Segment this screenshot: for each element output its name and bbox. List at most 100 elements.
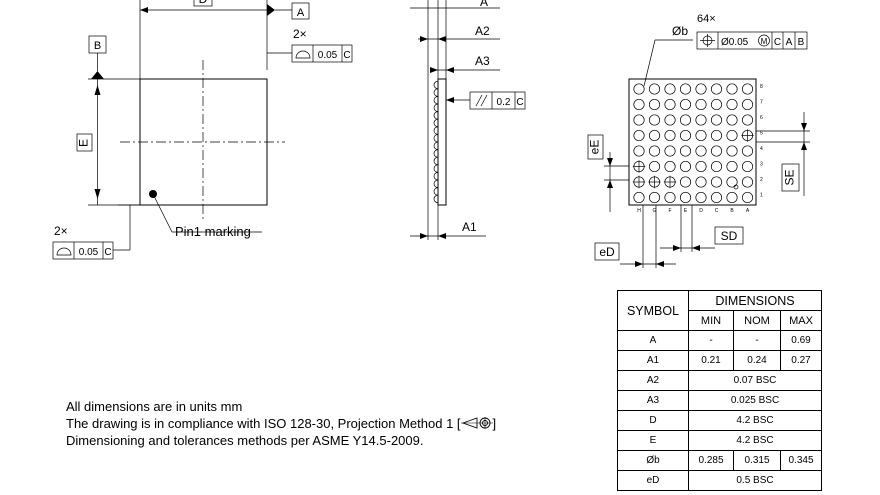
row-number: 8 — [760, 84, 763, 90]
solder-ball — [710, 129, 723, 142]
solder-ball — [648, 83, 661, 95]
solder-ball — [695, 191, 707, 204]
header-min: MIN — [688, 310, 734, 331]
note-projection: The drawing is in compliance with ISO 12… — [66, 415, 496, 432]
surface-profile-icon — [295, 50, 311, 59]
column-letter: B — [730, 208, 734, 214]
parallel-ref: C — [516, 97, 523, 108]
solder-ball — [710, 176, 723, 188]
solder-ball — [695, 83, 707, 95]
solder-ball — [741, 160, 754, 173]
solder-ball — [679, 83, 692, 95]
solder-ball — [633, 98, 645, 111]
table-cell: eD — [617, 470, 689, 491]
row-number: 1 — [760, 193, 763, 199]
side-solder-ball — [433, 134, 439, 143]
bottom-outline — [628, 78, 757, 206]
table-cell: A1 — [617, 350, 689, 371]
parallel-tol: 0.2 — [497, 97, 511, 108]
solder-ball — [633, 129, 645, 142]
table-cell: 0.285 — [688, 450, 734, 471]
table-cell: 4.2 BSC — [688, 430, 822, 451]
row-number: 5 — [760, 131, 763, 137]
flatness-ref-bottom: C — [104, 247, 111, 258]
side-solder-ball — [433, 88, 439, 97]
general-notes: All dimensions are in units mm The drawi… — [66, 398, 496, 449]
table-cell: Øb — [617, 450, 689, 471]
dim-ed-label: eD — [599, 245, 615, 259]
solder-ball — [726, 145, 738, 157]
flatness-tol-bottom: 0.05 — [79, 247, 99, 258]
dim-e-box — [76, 133, 93, 152]
side-a2-label: A2 — [475, 24, 490, 38]
solder-ball — [741, 114, 754, 126]
row-number: 7 — [760, 100, 763, 106]
side-solder-ball — [433, 149, 439, 158]
side-a1-label: A1 — [462, 220, 477, 234]
table-cell: 0.24 — [733, 350, 781, 371]
solder-ball — [679, 160, 692, 173]
datum-a-box — [291, 2, 310, 20]
solder-ball — [679, 129, 692, 142]
row-number: 6 — [760, 115, 763, 121]
solder-ball — [710, 98, 723, 111]
solder-ball — [633, 191, 645, 204]
header-symbol: SYMBOL — [617, 290, 689, 331]
table-cell: 0.27 — [780, 350, 822, 371]
side-solder-ball — [433, 111, 439, 120]
side-solder-ball — [433, 194, 439, 204]
header-max: MAX — [780, 310, 822, 331]
solder-ball — [633, 145, 645, 157]
solder-ball — [695, 129, 707, 142]
solder-ball — [664, 98, 676, 111]
solder-ball — [695, 114, 707, 126]
side-a3-label: A3 — [475, 54, 490, 68]
side-solder-ball — [433, 179, 439, 188]
dim-d-label: D — [199, 0, 208, 6]
table-cell: 0.21 — [688, 350, 734, 371]
solder-ball — [695, 145, 707, 157]
solder-ball — [695, 98, 707, 111]
solder-ball — [648, 129, 661, 142]
column-letter: D — [699, 208, 703, 214]
pin1-label: Pin1 marking — [175, 224, 251, 239]
table-cell: 0.315 — [733, 450, 781, 471]
header-nom: NOM — [733, 310, 781, 331]
solder-ball — [726, 114, 738, 126]
side-solder-ball — [433, 126, 439, 135]
first-angle-projection-icon — [460, 417, 493, 429]
note-units: All dimensions are in units mm — [66, 399, 243, 414]
pos-ref-a: A — [786, 37, 793, 48]
table-cell: E — [617, 430, 689, 451]
solder-ball — [741, 83, 754, 95]
solder-ball — [679, 145, 692, 157]
solder-ball — [726, 98, 738, 111]
column-letter: A — [746, 208, 750, 214]
side-solder-ball — [433, 164, 439, 173]
solder-ball — [726, 191, 738, 204]
solder-ball — [741, 98, 754, 111]
solder-ball — [710, 191, 723, 204]
table-cell: A3 — [617, 390, 689, 411]
solder-ball — [633, 83, 645, 95]
solder-ball — [710, 83, 723, 95]
table-cell: 0.345 — [780, 450, 822, 471]
note-projection-suffix: ] — [492, 416, 497, 431]
table-cell: 4.2 BSC — [688, 410, 822, 431]
side-solder-ball — [433, 141, 439, 150]
solder-ball — [695, 176, 707, 188]
solder-ball — [664, 191, 676, 204]
side-solder-ball — [433, 96, 439, 105]
solder-ball — [664, 83, 676, 95]
dim-ee-label: eE — [588, 140, 602, 155]
solder-ball — [710, 145, 723, 157]
pos-ref-b: B — [798, 37, 805, 48]
side-solder-ball — [433, 118, 439, 128]
solder-ball — [648, 191, 661, 204]
